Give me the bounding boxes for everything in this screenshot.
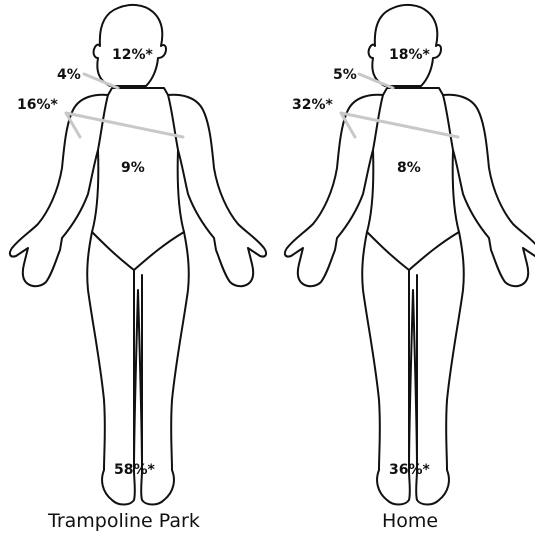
upper-extremity-percentage-label: 32%* [292,98,333,112]
lower-extremity-percentage-label: 58%* [114,463,155,477]
head-outline [369,5,441,86]
head-percentage-label: 12%* [112,48,153,62]
body-outline-trampoline-park [0,0,268,537]
body-figure-home: 18%* 5% 32%* 8% 36%* Home [275,0,535,537]
body-outline [10,88,266,505]
head-percentage-label: 18%* [389,48,430,62]
body-outline-home [275,0,535,537]
figure-title-trampoline-park: Trampoline Park [48,512,200,531]
trunk-percentage-label: 8% [397,161,421,175]
lower-extremity-percentage-label: 36%* [389,463,430,477]
body-figure-trampoline-park: 12%* 4% 16%* 9% 58%* Trampoline Park [0,0,268,537]
neck-percentage-label: 4% [57,68,81,82]
upper-extremity-percentage-label: 16%* [17,98,58,112]
figure-title-home: Home [382,512,438,531]
neck-percentage-label: 5% [333,68,357,82]
head-outline [94,5,166,86]
trunk-percentage-label: 9% [121,161,145,175]
